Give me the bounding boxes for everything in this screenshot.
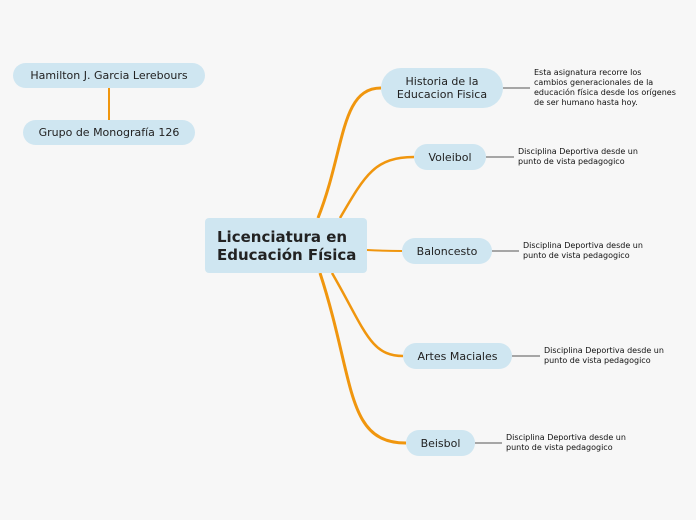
author-name-label: Hamilton J. Garcia Lerebours	[30, 69, 188, 82]
branch-connector-baloncesto	[366, 249, 403, 252]
branch-label-artes: Artes Maciales	[417, 349, 498, 363]
note-voleibol: Disciplina Deportiva desde un punto de v…	[518, 147, 638, 166]
central-topic-label: Licenciatura en Educación Física	[217, 227, 357, 264]
branch-node-beisbol[interactable]: Beisbol	[406, 430, 475, 456]
author-name-node[interactable]: Hamilton J. Garcia Lerebours	[13, 63, 205, 88]
branch-label-baloncesto: Baloncesto	[416, 244, 478, 258]
branch-connector-voleibol	[338, 155, 415, 219]
author-group-node[interactable]: Grupo de Monografía 126	[23, 120, 195, 145]
branch-label-beisbol: Beisbol	[420, 436, 461, 450]
branch-connector-beisbol	[318, 272, 407, 445]
branch-node-historia[interactable]: Historia de la Educacion Fisica	[381, 68, 503, 108]
branch-label-voleibol: Voleibol	[428, 150, 472, 164]
branch-node-artes[interactable]: Artes Maciales	[403, 343, 512, 369]
branch-node-voleibol[interactable]: Voleibol	[414, 144, 486, 170]
branch-connector-historia	[316, 86, 382, 219]
branch-connector-artes	[330, 272, 404, 358]
branch-node-baloncesto[interactable]: Baloncesto	[402, 238, 492, 264]
note-beisbol: Disciplina Deportiva desde un punto de v…	[506, 433, 626, 452]
author-group-label: Grupo de Monografía 126	[38, 126, 180, 139]
central-topic[interactable]: Licenciatura en Educación Física	[205, 218, 367, 273]
note-artes: Disciplina Deportiva desde un punto de v…	[544, 346, 664, 365]
note-baloncesto: Disciplina Deportiva desde un punto de v…	[523, 241, 643, 260]
branch-label-historia: Historia de la Educacion Fisica	[396, 75, 488, 101]
note-historia: Esta asignatura recorre los cambios gene…	[534, 68, 676, 107]
